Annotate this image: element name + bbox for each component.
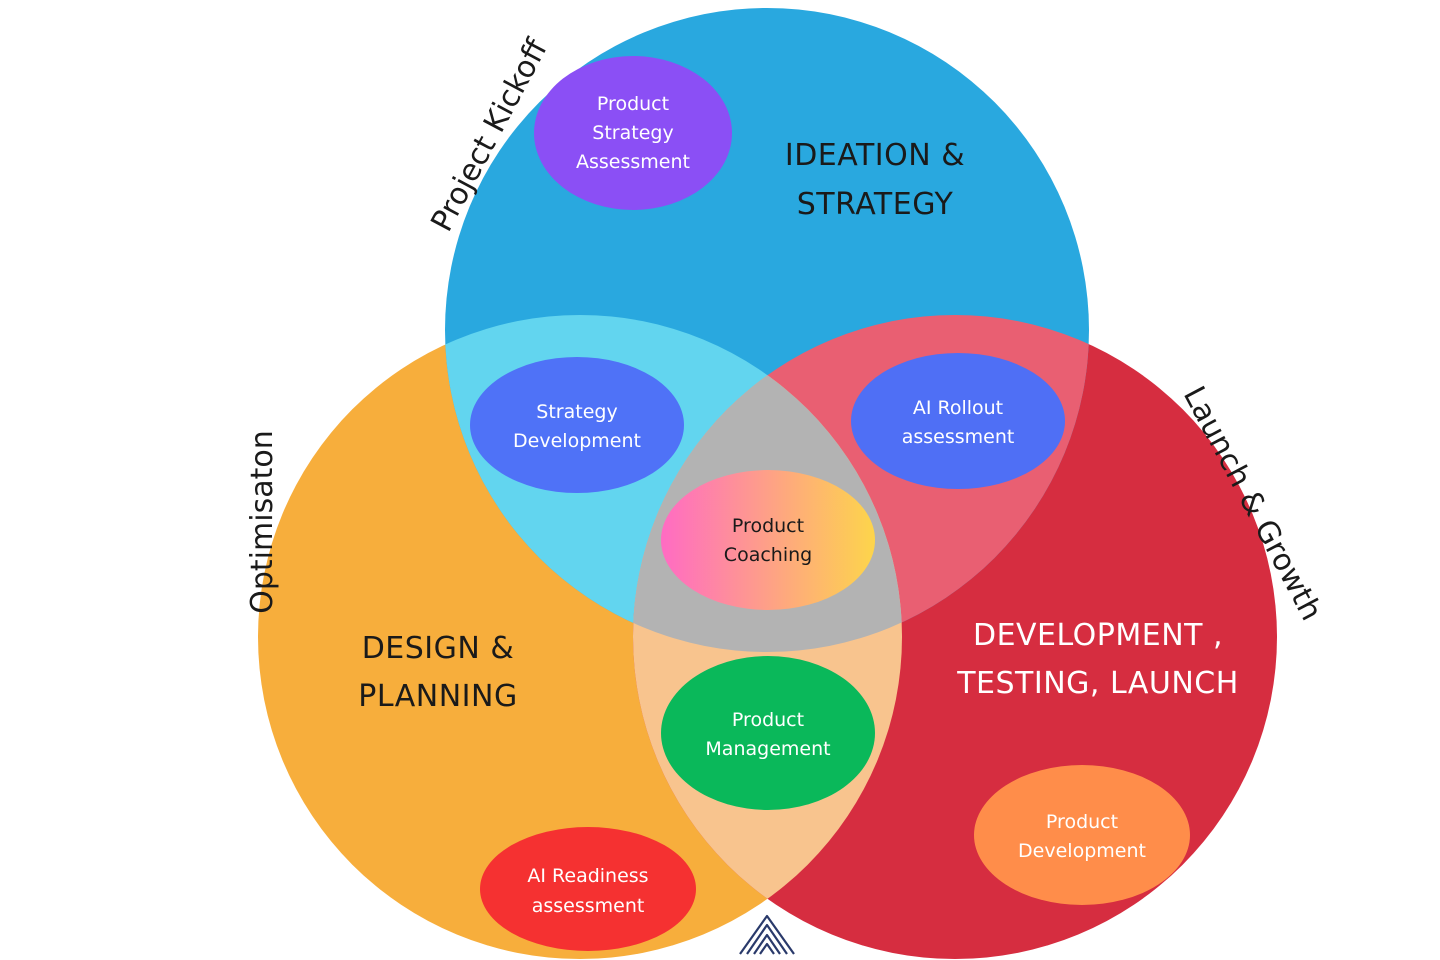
service-label-line: AI Rollout xyxy=(913,397,1003,419)
service-label-line: assessment xyxy=(532,895,645,917)
service-label-line: AI Readiness xyxy=(527,865,648,887)
service-product-development: Product Development xyxy=(974,765,1190,905)
service-product-management: Product Management xyxy=(661,656,875,810)
service-product-strategy-assessment: Product Strategy Assessment xyxy=(534,56,732,210)
phase-label-optimisation: Optimisaton xyxy=(245,430,280,613)
service-label-line: Strategy xyxy=(536,401,617,423)
service-label-line: Assessment xyxy=(576,151,690,173)
mountain-logo-icon xyxy=(739,914,795,955)
service-label-line: Coaching xyxy=(724,544,812,566)
development-title-line-1: DEVELOPMENT , xyxy=(973,618,1223,653)
service-label-line: assessment xyxy=(902,426,1015,448)
development-title-line-2: TESTING, LAUNCH xyxy=(956,666,1239,701)
design-title-line-1: DESIGN & xyxy=(362,631,515,666)
design-title-line-2: PLANNING xyxy=(358,679,517,714)
service-label-line: Development xyxy=(513,430,641,452)
service-strategy-development: Strategy Development xyxy=(470,357,684,493)
service-label-line: Management xyxy=(705,738,830,760)
service-label-line: Development xyxy=(1018,840,1146,862)
service-label-line: Strategy xyxy=(592,122,673,144)
service-label-line: Product xyxy=(732,709,804,731)
service-ai-readiness-assessment: AI Readiness assessment xyxy=(480,827,696,951)
service-label-line: Product xyxy=(732,515,804,537)
service-label-line: Product xyxy=(597,93,669,115)
ideation-title-line-1: IDEATION & xyxy=(785,138,965,173)
ideation-title-line-2: STRATEGY xyxy=(797,187,954,222)
service-label-line: Product xyxy=(1046,811,1118,833)
service-product-coaching: Product Coaching xyxy=(661,470,875,610)
service-ai-rollout-assessment: AI Rollout assessment xyxy=(851,353,1065,489)
